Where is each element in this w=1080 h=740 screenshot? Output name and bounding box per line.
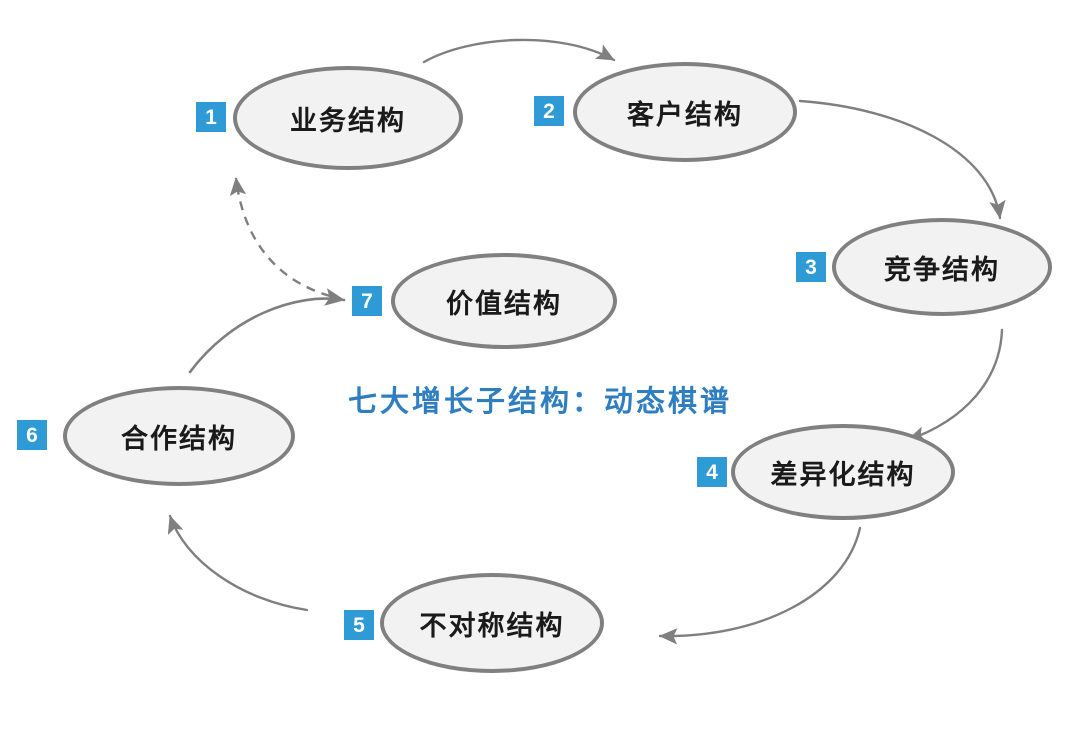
node-competition-structure[interactable]: 竞争结构 (832, 218, 1052, 316)
node-badge-4: 4 (697, 457, 727, 487)
node-badge-7: 7 (352, 286, 382, 316)
node-label: 差异化结构 (770, 459, 916, 490)
node-label: 不对称结构 (419, 610, 565, 641)
node-badge-2: 2 (534, 96, 564, 126)
node-badge-5: 5 (344, 610, 374, 640)
diagram-title: 七大增长子结构：动态棋谱 (347, 386, 732, 418)
node-badge-3: 3 (796, 252, 826, 282)
node-cooperation-structure[interactable]: 合作结构 (63, 386, 295, 486)
node-badge-6: 6 (17, 420, 47, 450)
edge-2-to-3 (798, 99, 1006, 220)
edge-1-to-2 (422, 38, 616, 64)
node-label: 合作结构 (121, 423, 237, 454)
node-badge-1: 1 (196, 102, 226, 132)
edge-5-to-6 (167, 514, 309, 612)
node-differentiation-structure[interactable]: 差异化结构 (731, 424, 955, 520)
node-label: 价值结构 (446, 288, 562, 319)
node-label: 业务结构 (290, 105, 406, 136)
edge-6-to-7 (188, 288, 346, 374)
edge-4-to-5 (658, 526, 862, 645)
node-label: 客户结构 (627, 99, 743, 130)
node-asymmetry-structure[interactable]: 不对称结构 (380, 573, 604, 673)
node-value-structure[interactable]: 价值结构 (391, 253, 617, 349)
node-customer-structure[interactable]: 客户结构 (573, 62, 797, 162)
node-label: 竞争结构 (884, 254, 1000, 285)
edge-7-to-1-dashed (229, 177, 331, 298)
node-business-structure[interactable]: 业务结构 (233, 66, 463, 170)
